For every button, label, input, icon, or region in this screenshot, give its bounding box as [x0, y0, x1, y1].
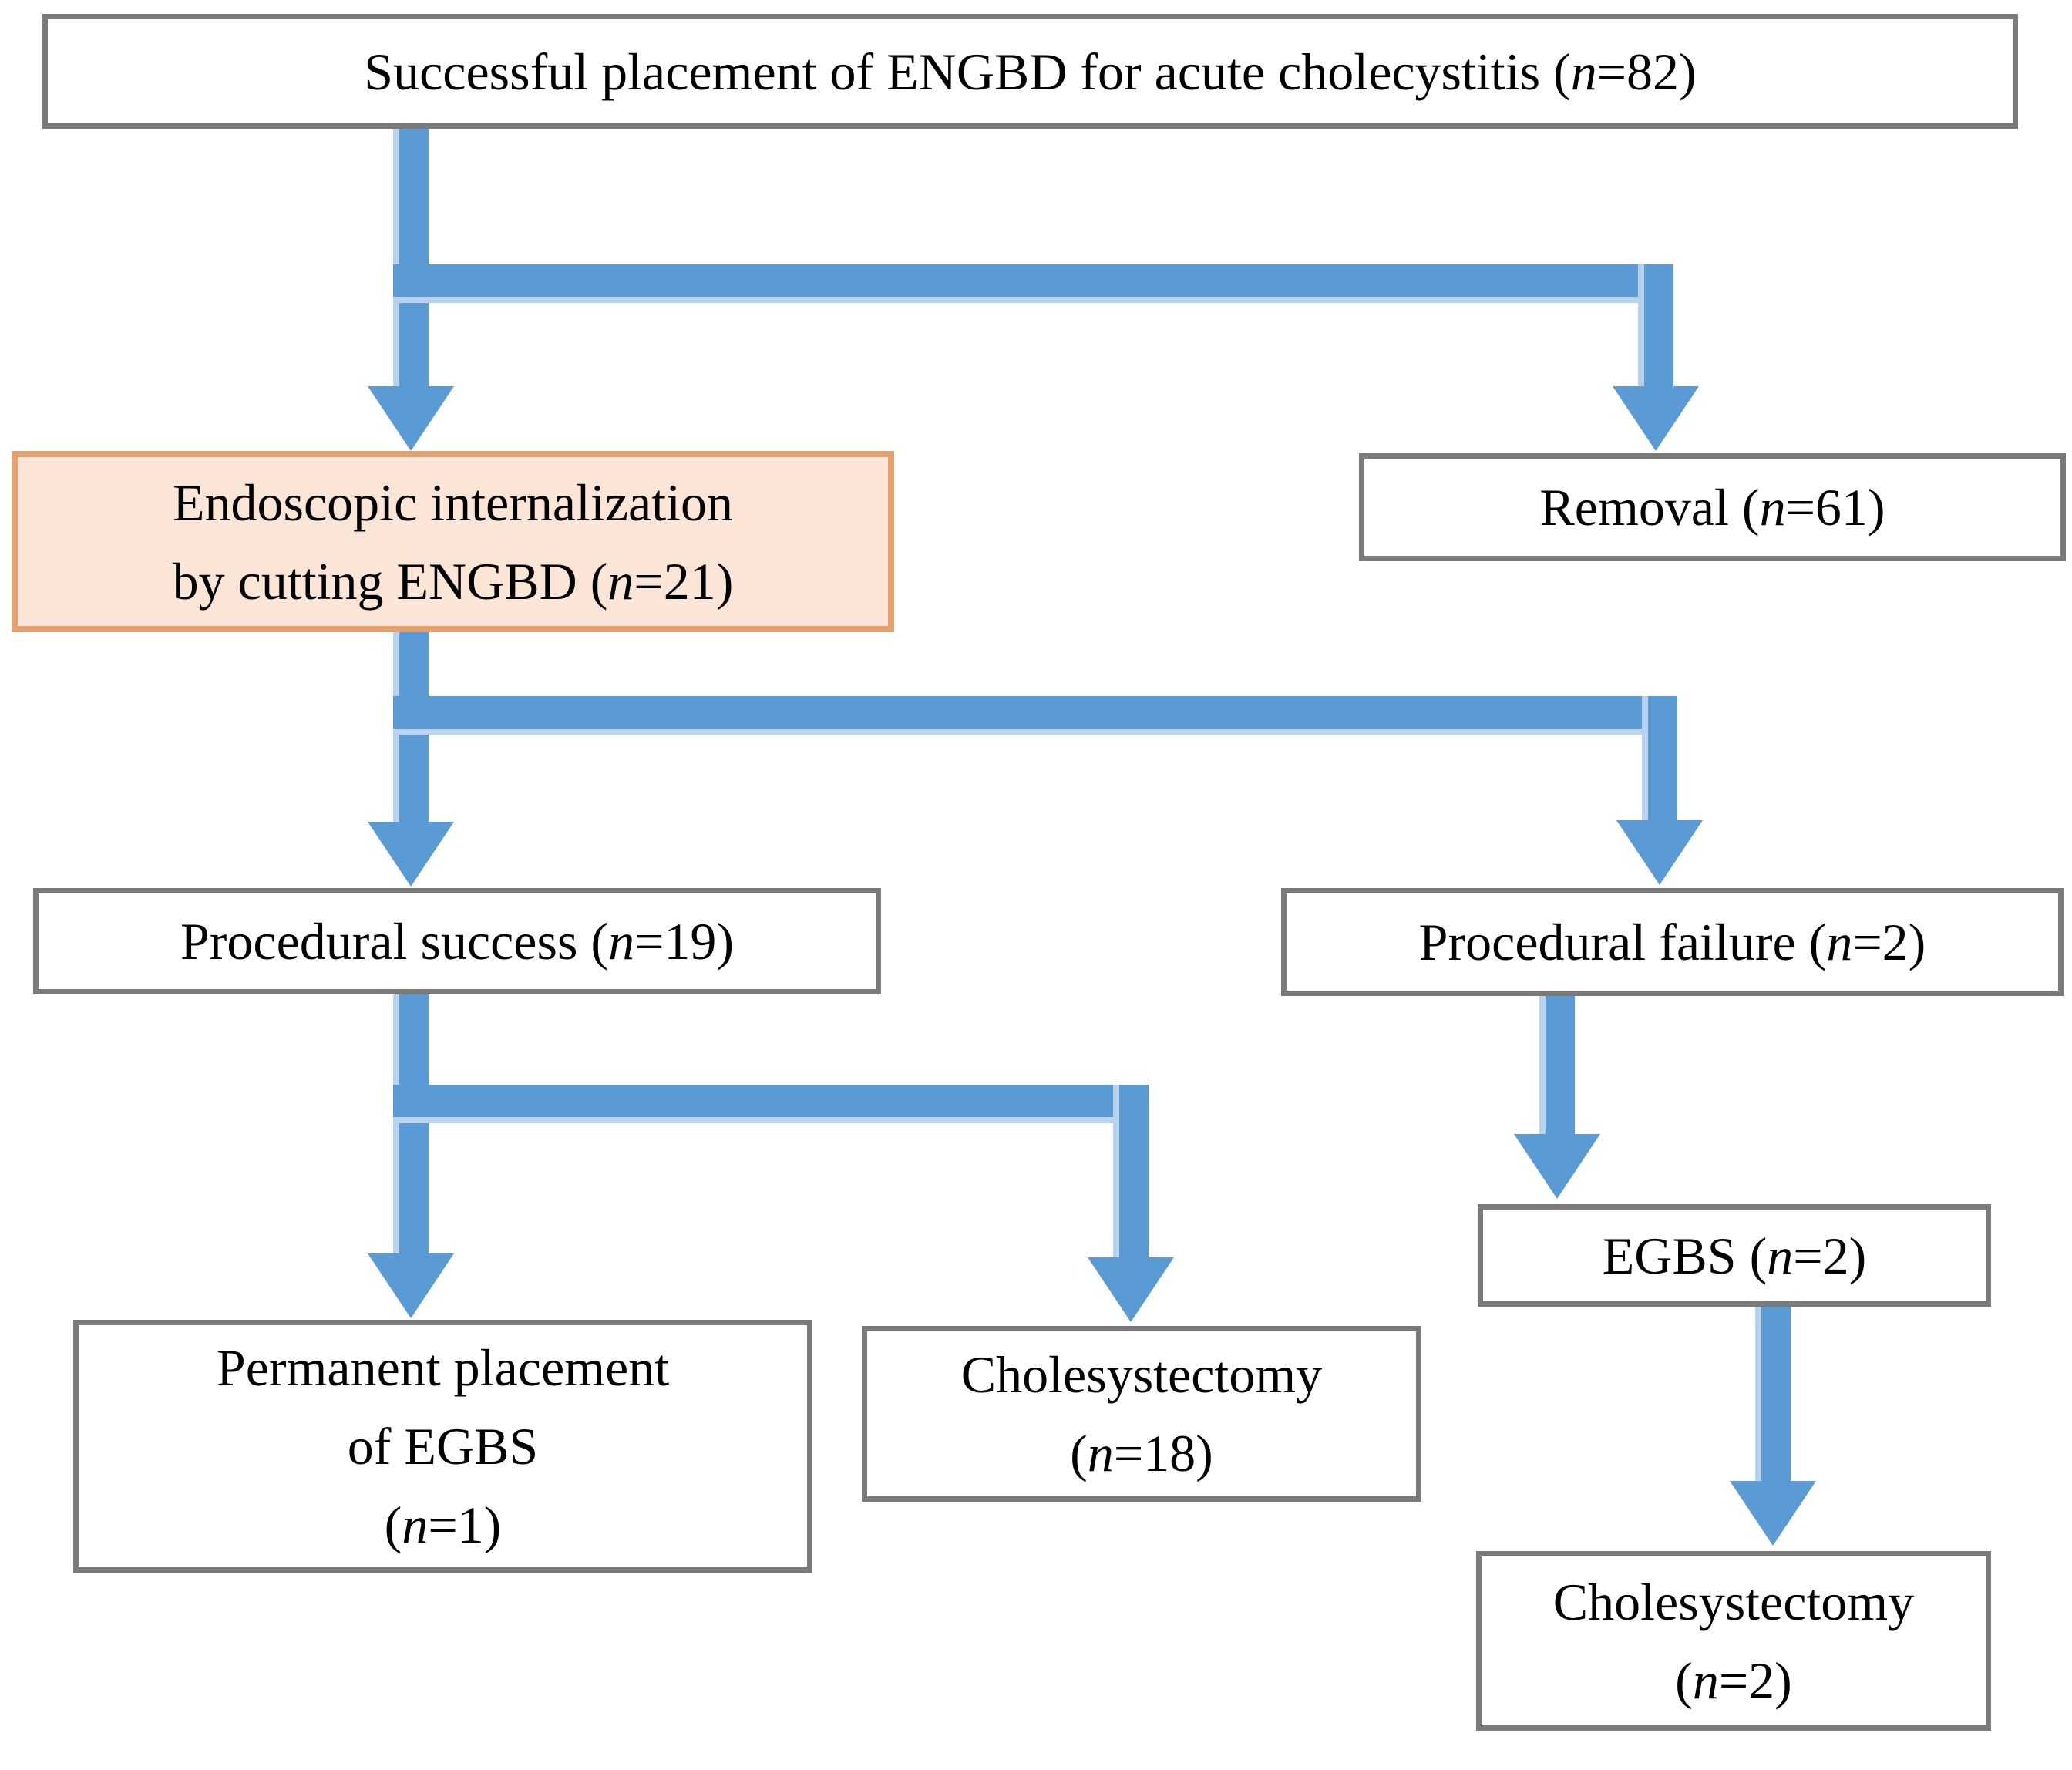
- edge-top-to-internalization-shaft: [393, 129, 429, 391]
- node-text-line: (n=1): [384, 1496, 502, 1554]
- edge-top-to-removal-horizontal: [393, 264, 1673, 303]
- node-text-line: Procedural success (n=19): [180, 912, 735, 971]
- node-text-line: (n=2): [1675, 1651, 1792, 1710]
- node-successful-placement: Successful placement of ENGBD for acute …: [42, 14, 2018, 129]
- node-removal: Removal (n=61): [1359, 453, 2066, 561]
- edge-top-to-removal-shaft: [1638, 264, 1673, 392]
- arrowhead-to-removal: [1613, 386, 1699, 451]
- node-text-line: Successful placement of ENGBD for acute …: [364, 42, 1697, 101]
- arrowhead-to-cholecystectomy2: [1730, 1481, 1816, 1546]
- arrowhead-to-permanent: [368, 1253, 454, 1318]
- node-text-line: of EGBS: [347, 1417, 539, 1476]
- edge-internalization-to-failure-horizontal: [393, 696, 1677, 735]
- arrowhead-to-success: [368, 822, 454, 887]
- arrowhead-to-internalization: [368, 386, 454, 451]
- node-text-line: Cholesystectomy: [960, 1345, 1323, 1404]
- node-text-line: (n=18): [1070, 1424, 1213, 1482]
- edge-success-to-permanent-shaft: [393, 994, 429, 1257]
- node-text-line: by cutting ENGBD (n=21): [172, 551, 734, 611]
- arrowhead-to-egbs: [1514, 1134, 1600, 1199]
- node-text-line: Cholesystectomy: [1552, 1572, 1915, 1631]
- node-cholecystectomy-18: Cholesystectomy (n=18): [862, 1326, 1421, 1502]
- arrowhead-to-cholecystectomy18: [1088, 1257, 1174, 1322]
- node-text-line: Removal (n=61): [1539, 478, 1885, 537]
- node-text-line: Permanent placement: [216, 1338, 670, 1397]
- node-text-line: Endoscopic internalization: [173, 473, 733, 532]
- node-egbs: EGBS (n=2): [1478, 1204, 1991, 1307]
- arrowhead-to-failure: [1616, 820, 1703, 885]
- node-cholecystectomy-2: Cholesystectomy (n=2): [1476, 1551, 1991, 1731]
- edge-egbs-to-cholecystectomy2-shaft: [1755, 1307, 1791, 1484]
- node-procedural-success: Procedural success (n=19): [33, 888, 881, 994]
- edge-success-to-cholecystectomy18-horizontal: [393, 1085, 1149, 1123]
- edge-internalization-to-failure-shaft: [1642, 696, 1677, 826]
- edge-failure-to-egbs-shaft: [1539, 996, 1575, 1137]
- node-endoscopic-internalization: Endoscopic internalization by cutting EN…: [12, 451, 894, 632]
- node-permanent-placement-egbs: Permanent placement of EGBS (n=1): [73, 1320, 812, 1573]
- node-text-line: Procedural failure (n=2): [1418, 913, 1926, 971]
- node-text-line: EGBS (n=2): [1602, 1226, 1867, 1285]
- node-procedural-failure: Procedural failure (n=2): [1281, 888, 2064, 996]
- edge-success-to-cholecystectomy18-shaft: [1113, 1085, 1149, 1260]
